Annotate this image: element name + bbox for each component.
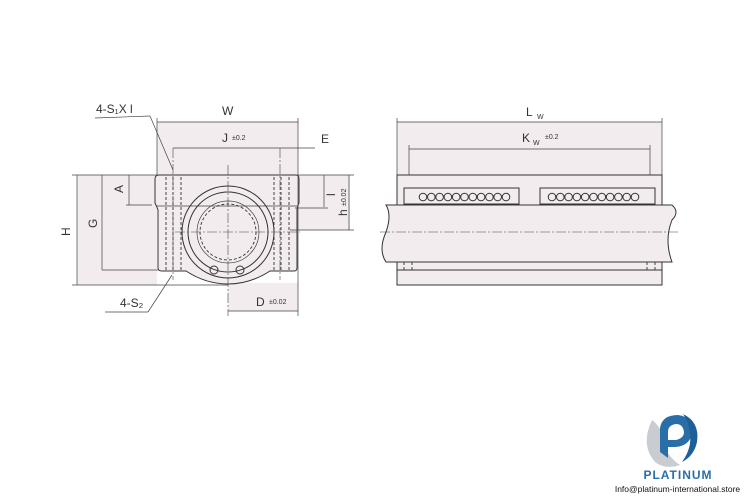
dim-Kw-tol: ±0.2 — [545, 134, 559, 141]
ball — [556, 192, 565, 202]
side-view: L W K W ±0.2 — [380, 105, 680, 286]
ball — [597, 192, 607, 202]
ball — [427, 192, 436, 202]
ball — [589, 192, 598, 202]
dim-Kw: K — [522, 131, 530, 145]
ball — [451, 192, 461, 202]
ball — [614, 192, 623, 202]
ball — [622, 192, 632, 202]
dim-Lw-sub: W — [537, 114, 544, 121]
contact-email: Info@platinum-international.store — [614, 484, 741, 494]
ball — [435, 192, 444, 202]
dim-W: W — [222, 104, 234, 118]
dim-A: A — [112, 185, 126, 193]
bolt-holes — [165, 177, 290, 270]
ball — [564, 192, 573, 202]
ball — [485, 192, 494, 202]
ball — [605, 192, 615, 202]
callout-S1: 4-S₁X l — [96, 102, 133, 116]
ball — [580, 192, 590, 202]
dim-H: H — [59, 227, 73, 236]
dim-J: J — [222, 131, 228, 145]
ball — [572, 192, 582, 202]
ball — [630, 192, 640, 202]
ball — [418, 192, 428, 202]
ball — [468, 192, 478, 202]
housing-outline — [154, 174, 300, 285]
ball — [460, 192, 469, 202]
dim-D-tol: ±0.02 — [269, 299, 287, 306]
shaft — [381, 204, 677, 263]
ball-rows — [418, 192, 640, 202]
ball — [443, 192, 453, 202]
ball — [501, 192, 511, 202]
dim-h: h — [336, 209, 350, 216]
dim-D: D — [256, 295, 265, 309]
callout-S2: 4-S₂ — [120, 296, 144, 310]
front-view: W J ±0.2 E H G A l h ±0.02 D ±0.02 4-S₁X… — [59, 102, 354, 316]
dim-l: l — [324, 193, 338, 196]
dim-G: G — [86, 219, 100, 228]
brand-name: PLATINUM — [643, 468, 713, 482]
ball — [547, 192, 557, 202]
dim-Lw: L — [526, 105, 533, 119]
platinum-logo — [646, 414, 698, 467]
dim-E: E — [321, 132, 329, 146]
ball — [493, 192, 503, 202]
dim-h-tol: ±0.02 — [341, 188, 348, 206]
dim-Kw-sub: W — [533, 140, 540, 147]
ball — [476, 192, 486, 202]
dim-J-tol: ±0.2 — [232, 135, 246, 142]
